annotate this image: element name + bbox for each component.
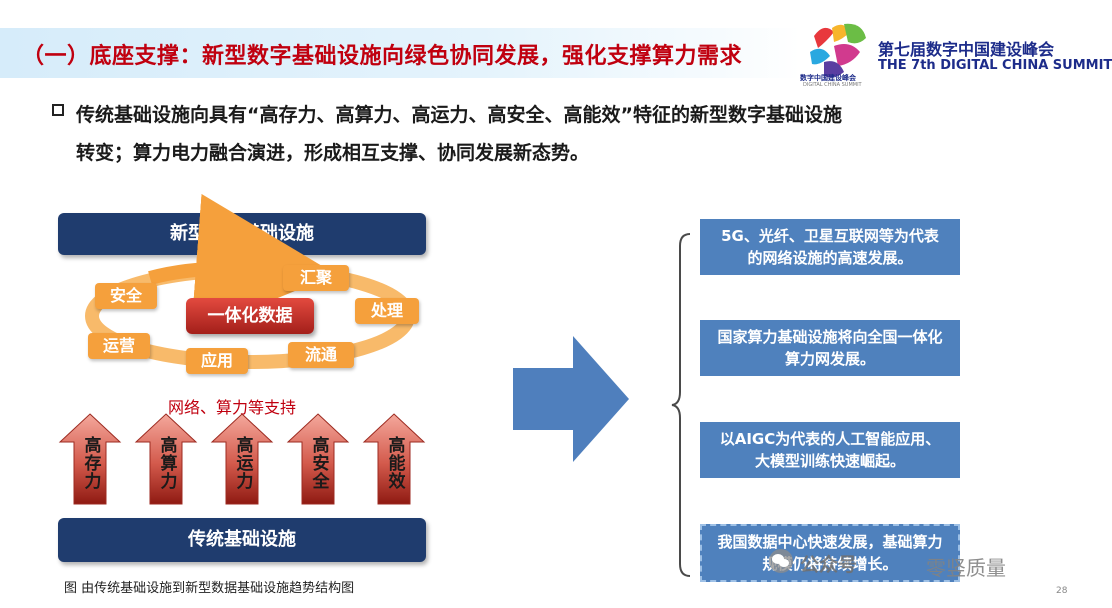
page-number: 28 bbox=[1056, 586, 1068, 596]
arrow-label: 高能效 bbox=[384, 436, 405, 490]
figure-caption: 图 由传统基础设施到新型数据基础设施趋势结构图 bbox=[64, 581, 355, 596]
info-box-network: 5G、光纤、卫星互联网等为代表的网络设施的高速发展。 bbox=[700, 219, 960, 275]
arrow-label: 高运力 bbox=[232, 436, 253, 490]
watermark-text: 公众号 bbox=[800, 554, 858, 576]
wechat-icon bbox=[769, 549, 793, 573]
up-arrow-efficiency: 高能效 bbox=[362, 412, 426, 506]
info-box-text: 我国数据中心快速发展，基础算力规模仍将持续增长。 bbox=[717, 533, 943, 573]
summit-name-en: THE 7th DIGITAL CHINA SUMMIT bbox=[878, 58, 1112, 73]
summit-name-cn: 第七届数字中国建设峰会 bbox=[878, 40, 1055, 59]
bullet-text-line1: 传统基础设施向具有“高存力、高算力、高运力、高安全、高能效”特征的新型数字基础设… bbox=[76, 104, 842, 126]
info-box-datacenter: 我国数据中心快速发展，基础算力规模仍将持续增长。 bbox=[700, 524, 960, 582]
cycle-item-application: 应用 bbox=[186, 348, 248, 374]
summit-logo-icon bbox=[804, 18, 872, 88]
up-arrow-icon bbox=[134, 413, 198, 505]
bullet-text-line2: 转变；算力电力融合演进，形成相互支撑、协同发展新态势。 bbox=[76, 142, 590, 164]
support-caption: 网络、算力等支持 bbox=[168, 398, 297, 417]
new-infrastructure-label: 新型数字基础设施 bbox=[58, 213, 426, 255]
arrow-label: 高安全 bbox=[308, 436, 329, 490]
cycle-item-circulation: 流通 bbox=[288, 342, 354, 368]
integrated-data-box: 一体化数据 bbox=[186, 298, 314, 334]
bullet-square-icon bbox=[52, 104, 64, 116]
cycle-item-processing: 处理 bbox=[355, 298, 419, 324]
up-arrow-icon bbox=[210, 413, 274, 505]
cycle-item-aggregation: 汇聚 bbox=[283, 265, 349, 291]
up-arrow-transport: 高运力 bbox=[210, 412, 274, 506]
cycle-item-security: 安全 bbox=[95, 283, 157, 309]
up-arrow-icon bbox=[362, 413, 426, 505]
up-arrow-icon bbox=[286, 413, 350, 505]
up-arrow-compute: 高算力 bbox=[134, 412, 198, 506]
right-arrow-icon bbox=[513, 336, 629, 462]
cycle-item-operation: 运营 bbox=[88, 333, 150, 359]
arrow-label: 高存力 bbox=[80, 436, 101, 490]
left-brace-icon bbox=[670, 232, 692, 578]
info-box-aigc: 以AIGC为代表的人工智能应用、大模型训练快速崛起。 bbox=[700, 422, 960, 478]
info-box-text: 国家算力基础设施将向全国一体化算力网发展。 bbox=[717, 328, 943, 368]
logo-subtitle-en: DIGITAL CHINA SUMMIT bbox=[803, 82, 862, 88]
info-box-text: 以AIGC为代表的人工智能应用、大模型训练快速崛起。 bbox=[719, 430, 941, 470]
watermark-brand: 零竖质量 bbox=[926, 556, 1006, 580]
traditional-infrastructure-label: 传统基础设施 bbox=[58, 518, 426, 562]
title-banner bbox=[0, 28, 800, 78]
page-title: （一）底座支撑：新型数字基础设施向绿色协同发展，强化支撑算力需求 bbox=[22, 44, 743, 69]
up-arrow-security: 高安全 bbox=[286, 412, 350, 506]
arrow-label: 高算力 bbox=[156, 436, 177, 490]
up-arrow-icon bbox=[58, 413, 122, 505]
info-box-compute-network: 国家算力基础设施将向全国一体化算力网发展。 bbox=[700, 320, 960, 376]
logo-subtitle-cn: 数字中国建设峰会 bbox=[800, 74, 856, 82]
up-arrow-storage: 高存力 bbox=[58, 412, 122, 506]
info-box-text: 5G、光纤、卫星互联网等为代表的网络设施的高速发展。 bbox=[721, 227, 939, 267]
